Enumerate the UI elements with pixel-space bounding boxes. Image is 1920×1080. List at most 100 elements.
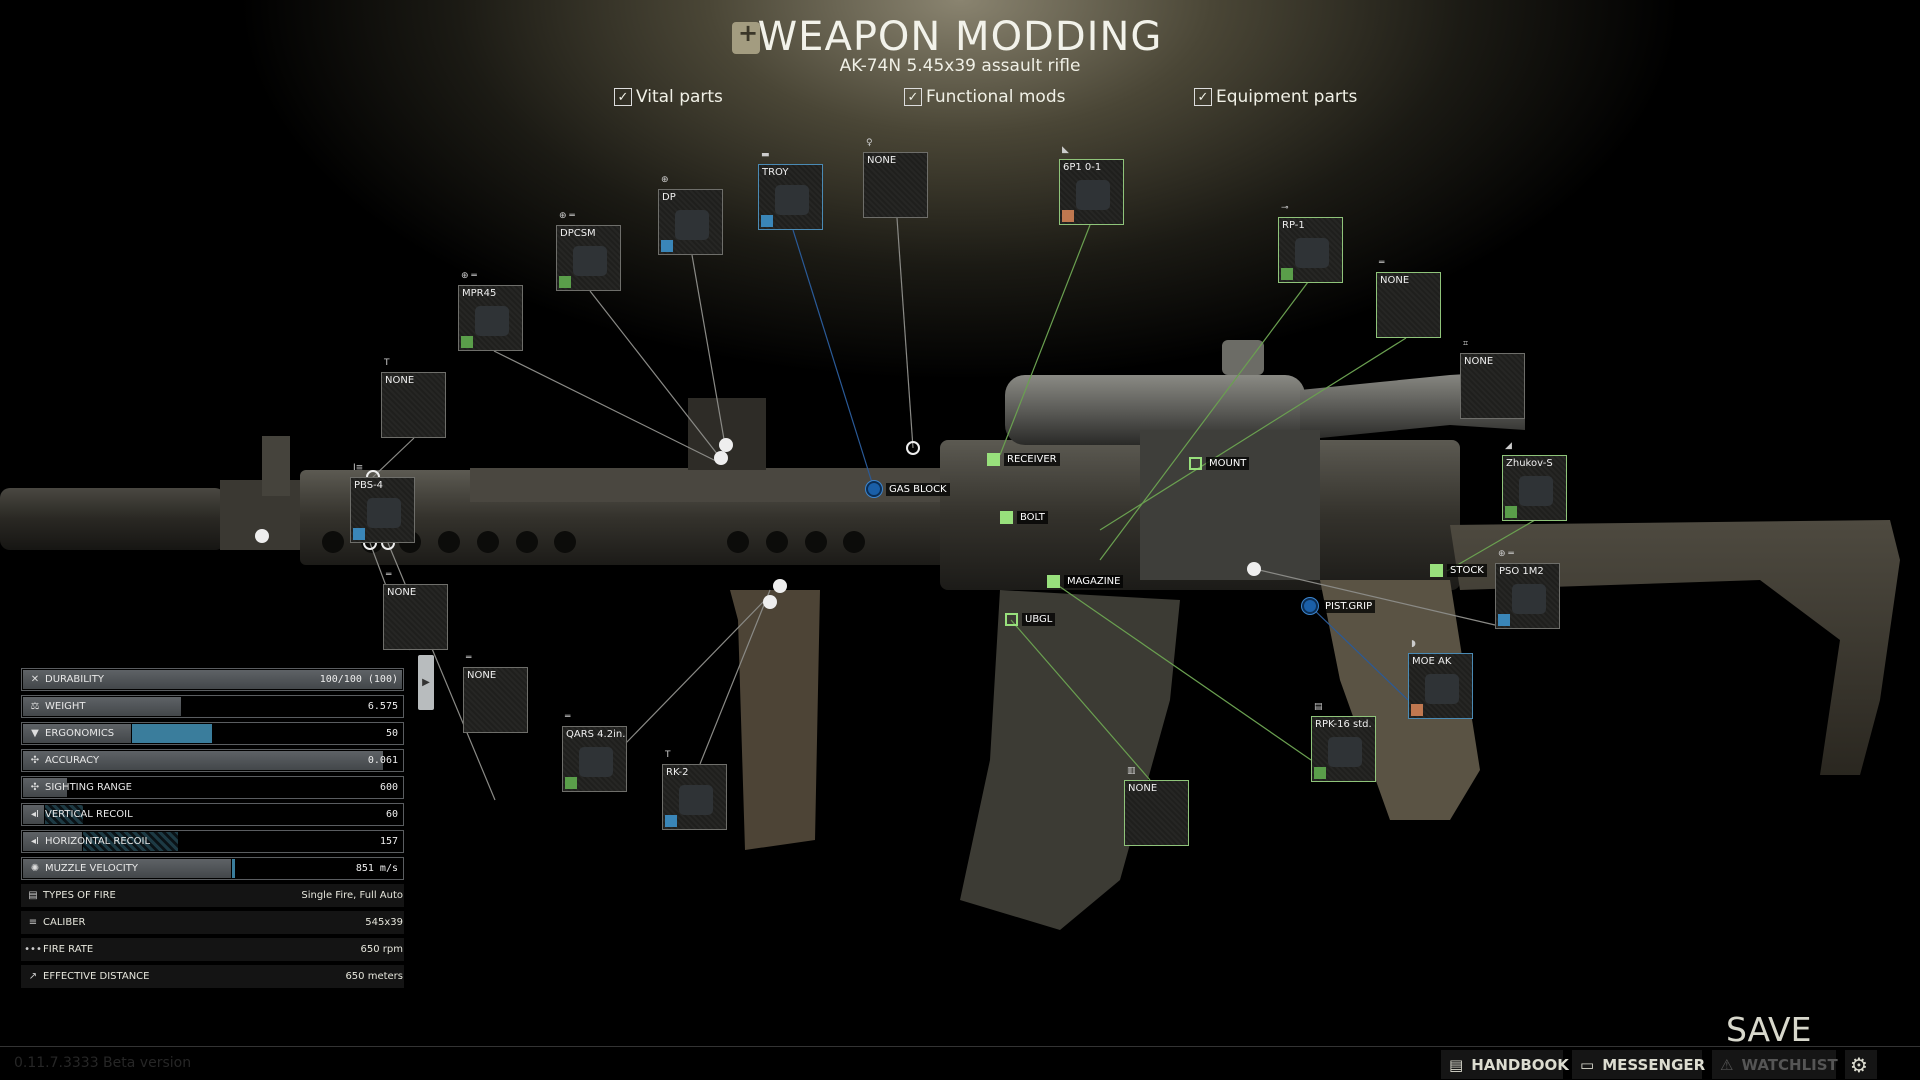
mod-slot[interactable]: ◗MOE AK: [1408, 639, 1473, 719]
stat-value: 851 m/s: [355, 863, 398, 874]
mod-slot[interactable]: ♀NONE: [863, 138, 928, 218]
handbook-label: HANDBOOK: [1471, 1055, 1569, 1074]
mod-slot[interactable]: ⊕ ═PSO 1M2: [1495, 549, 1560, 629]
stat-value: 600: [379, 782, 398, 793]
save-button[interactable]: SAVE: [1726, 1010, 1812, 1049]
slot-item-name: MOE AK: [1412, 656, 1452, 667]
item-category-badge-icon: [461, 336, 473, 348]
info-icon: ▤: [28, 890, 38, 901]
mod-slot[interactable]: ▬TROY: [758, 150, 823, 230]
slot-type-icon: ⊸: [1281, 203, 1289, 213]
info-label: TYPES OF FIRE: [43, 890, 116, 901]
stat-icon: ✕: [30, 674, 40, 685]
slot-type-icon: ⊕: [661, 175, 669, 185]
slot-label: MOUNT: [1206, 457, 1250, 470]
handbook-button[interactable]: ▤HANDBOOK: [1441, 1050, 1569, 1079]
mod-slot[interactable]: I≡ PBS-4: [350, 463, 415, 543]
stat-label: DURABILITY: [45, 674, 104, 685]
mod-slot[interactable]: ⌗NONE: [1460, 339, 1525, 419]
mod-slot[interactable]: ⊸RP-1: [1278, 203, 1343, 283]
settings-button[interactable]: ⚙: [1845, 1050, 1877, 1079]
item-image: [679, 785, 713, 815]
watchlist-button[interactable]: ⚠WATCHLIST: [1712, 1050, 1838, 1079]
slot-type-icon: I≡: [353, 463, 364, 473]
stat-label: ERGONOMICS: [45, 728, 115, 739]
stat-value: 100/100 (100): [319, 674, 398, 685]
mod-slot[interactable]: ▤RPK-16 std.: [1311, 702, 1376, 782]
slot-item-name: NONE: [467, 670, 497, 681]
slot-type-icon: ═: [1379, 258, 1385, 268]
mod-slot[interactable]: ═QARS 4.2in.: [562, 712, 627, 792]
slot-marker-icon: [1047, 575, 1060, 588]
stat-bar-modifier: [82, 832, 179, 851]
slot-marker-icon: [1430, 564, 1443, 577]
stat-icon: ◂I: [31, 809, 39, 820]
item-image: [475, 306, 509, 336]
slot-item-name: DP: [662, 192, 676, 203]
stat-icon: ✣: [30, 782, 40, 793]
slot-pistol-grip[interactable]: PIST.GRIP: [1302, 598, 1376, 614]
slot-mount[interactable]: MOUNT: [1189, 457, 1250, 470]
item-image: [573, 246, 607, 276]
mod-slot[interactable]: ◢Zhukov-S: [1502, 441, 1567, 521]
slot-type-icon: ◣: [1062, 145, 1069, 155]
slot-type-icon: ═: [565, 712, 571, 722]
item-image: [675, 210, 709, 240]
item-image: [1519, 476, 1553, 506]
mod-slot[interactable]: ═NONE: [463, 653, 528, 733]
checkbox-icon[interactable]: ✓: [614, 88, 632, 106]
slot-stock[interactable]: STOCK: [1430, 564, 1487, 577]
slot-ubgl[interactable]: UBGL: [1005, 613, 1056, 626]
slot-type-icon: ⊕ ═: [1498, 549, 1514, 559]
info-value: 650 meters: [345, 971, 403, 982]
slot-item-name: NONE: [385, 375, 415, 386]
stat-bar-fill: [23, 697, 182, 716]
weapon-modding-gear-icon: [732, 19, 760, 54]
filter-equipment-parts[interactable]: ✓Equipment parts: [1194, 87, 1357, 107]
checkbox-icon[interactable]: ✓: [1194, 88, 1212, 106]
item-image: [1295, 238, 1329, 268]
filter-functional-mods[interactable]: ✓Functional mods: [904, 87, 1065, 107]
messenger-button[interactable]: ▭MESSENGER: [1572, 1050, 1705, 1079]
slot-item-name: RK-2: [666, 767, 689, 778]
warning-icon: ⚠: [1720, 1055, 1734, 1074]
mod-slot[interactable]: ▥NONE: [1124, 766, 1189, 846]
slot-label: STOCK: [1447, 564, 1487, 577]
stock: [1450, 520, 1900, 775]
slot-receiver[interactable]: RECEIVER: [987, 453, 1060, 466]
info-label: CALIBER: [43, 917, 86, 928]
info-label: FIRE RATE: [43, 944, 94, 955]
mod-slot[interactable]: ═NONE: [383, 570, 448, 650]
slot-item-name: MPR45: [462, 288, 497, 299]
slot-type-icon: ▤: [1314, 702, 1323, 712]
mod-slot[interactable]: ⊕ ═DPCSM: [556, 211, 621, 291]
item-image: [579, 747, 613, 777]
mod-slot[interactable]: ⊕ DP: [658, 175, 723, 255]
collapse-stats-button[interactable]: ▶: [418, 655, 434, 710]
page-title: WEAPON MODDING: [757, 14, 1163, 60]
slot-bolt[interactable]: BOLT: [1000, 511, 1048, 524]
info-value: 545x39: [365, 917, 403, 928]
slot-type-icon: ♀: [866, 138, 873, 148]
front-sight-post: [262, 436, 290, 496]
slot-marker-icon: [1189, 457, 1202, 470]
slot-marker-icon: [987, 453, 1000, 466]
mod-slot[interactable]: ═NONE: [1376, 258, 1441, 338]
filter-vital-parts[interactable]: ✓Vital parts: [614, 87, 723, 107]
slot-magazine[interactable]: MAGAZINE: [1047, 575, 1124, 588]
slot-item-name: PBS-4: [354, 480, 384, 491]
filter-label: Vital parts: [636, 87, 723, 107]
item-category-badge-icon: [1281, 268, 1293, 280]
slot-label: BOLT: [1017, 511, 1048, 524]
checkbox-icon[interactable]: ✓: [904, 88, 922, 106]
slot-gas-block[interactable]: GAS BLOCK: [866, 481, 950, 497]
mod-slot[interactable]: ◣6P1 0-1: [1059, 145, 1124, 225]
slot-type-icon: ⌗: [1463, 339, 1469, 349]
mod-slot[interactable]: ⊕ ═MPR45: [458, 271, 523, 351]
version-text: 0.11.7.3333 Beta version: [14, 1055, 192, 1071]
stat-value: 50: [385, 728, 398, 739]
